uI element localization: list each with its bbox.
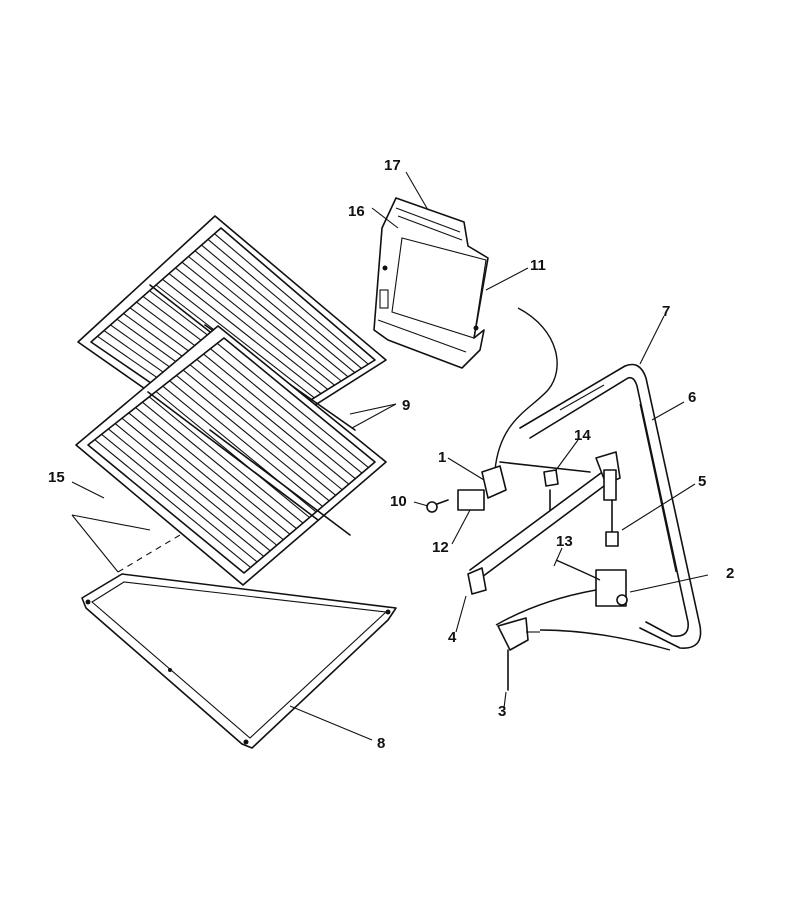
rack-wire: [121, 417, 278, 546]
rack-wire: [188, 256, 342, 382]
label-9: 9: [402, 397, 410, 414]
rack-wire: [207, 238, 362, 369]
label-8: 8: [377, 735, 385, 752]
rack-wire: [201, 244, 356, 374]
label-11: 11: [530, 257, 546, 274]
rack-wire: [175, 267, 329, 390]
label-17: 17: [384, 157, 401, 174]
rack-wire: [94, 439, 251, 568]
burner-baffle: [373, 197, 489, 369]
oven-rack-lower: [75, 325, 387, 586]
rack-wire: [155, 391, 310, 518]
label-4: 4: [448, 629, 457, 646]
label-5: 5: [698, 473, 706, 490]
broil-pan: [81, 573, 397, 749]
label-13: 13: [556, 533, 573, 550]
rack-wire: [135, 407, 291, 535]
label-2: 2: [726, 565, 734, 582]
rack-wire: [128, 412, 284, 541]
rack-wire: [196, 358, 350, 485]
rack-wire: [181, 261, 335, 386]
rack-wire: [114, 423, 271, 552]
label-6: 6: [688, 389, 696, 406]
rack-wire: [108, 428, 264, 557]
rack-wire: [210, 348, 363, 474]
label-10: 10: [390, 493, 407, 510]
leader-lines: [71, 171, 709, 741]
rack-wire: [216, 342, 369, 468]
valve-assembly: [426, 307, 671, 691]
rack-wire: [142, 401, 297, 530]
label-15: 15: [48, 469, 65, 486]
rack-wire: [176, 375, 330, 502]
label-16: 16: [348, 203, 365, 220]
label-14: 14: [574, 427, 591, 444]
part-labels: 1 2 3 4 5 6 7 8 9 10 11 12 13 14 15 16 1…: [48, 157, 734, 752]
label-12: 12: [432, 539, 449, 556]
rack-wire: [189, 364, 343, 491]
rack-wire: [168, 273, 322, 395]
rack-wire: [194, 250, 349, 378]
rack-guide-15: [71, 514, 181, 573]
rack-wire: [148, 396, 304, 524]
label-3: 3: [498, 703, 506, 720]
label-1: 1: [438, 449, 446, 466]
rack-wire: [182, 369, 337, 496]
rack-wire: [101, 433, 258, 563]
rack-wire: [169, 380, 323, 507]
rack-wire: [162, 278, 315, 399]
rack-wire: [214, 233, 369, 365]
label-7: 7: [662, 303, 670, 320]
rack-wire: [203, 353, 356, 480]
